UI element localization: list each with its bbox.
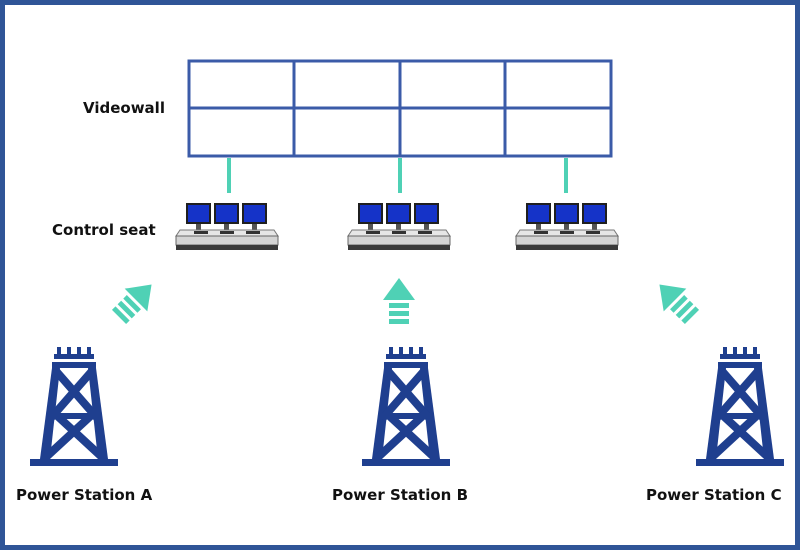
power-tower-a-icon bbox=[30, 347, 118, 466]
signal-arrow-c bbox=[648, 273, 704, 329]
power-tower-b-icon bbox=[362, 347, 450, 466]
control-seat-label: Control seat bbox=[52, 221, 156, 239]
power-tower-c-icon bbox=[696, 347, 784, 466]
videowall bbox=[187, 59, 613, 158]
signal-arrow-a bbox=[107, 273, 163, 329]
videowall-connectors bbox=[227, 158, 568, 193]
signal-arrow-b bbox=[383, 278, 415, 324]
power-station-b-label: Power Station B bbox=[332, 486, 468, 504]
power-station-c-label: Power Station C bbox=[646, 486, 782, 504]
videowall-label: Videowall bbox=[83, 99, 165, 117]
control-seat-center bbox=[347, 202, 451, 251]
power-station-a-label: Power Station A bbox=[16, 486, 153, 504]
control-seat-right bbox=[515, 202, 619, 251]
control-seat-left bbox=[175, 202, 279, 251]
